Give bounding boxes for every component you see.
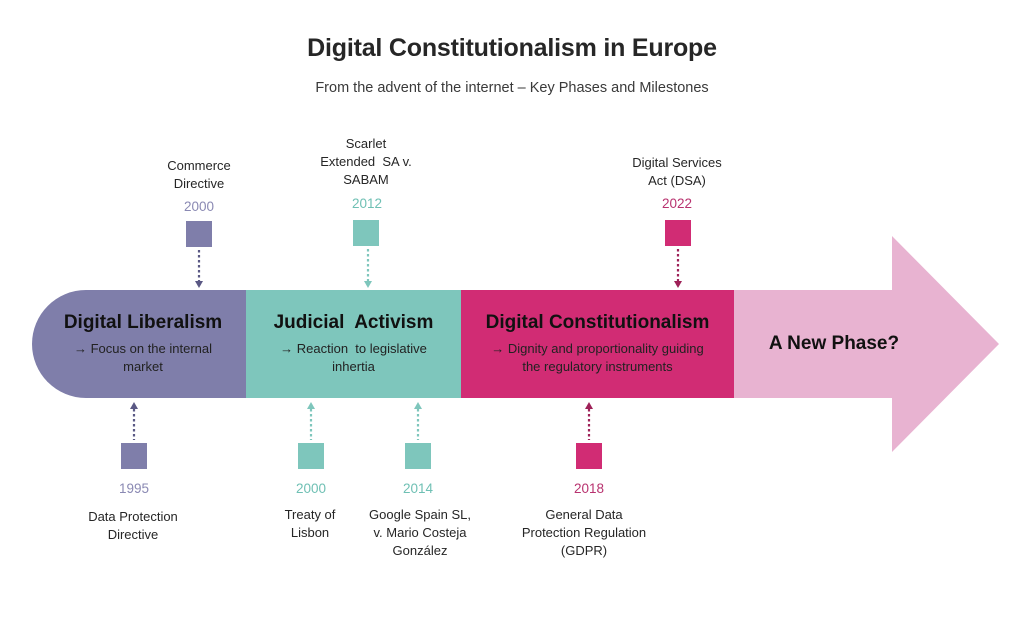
milestone-year: 2014 — [402, 481, 434, 496]
arrow-down-icon — [195, 250, 203, 288]
phase-description: → Reaction to legislative inhertia — [280, 341, 427, 374]
milestone-year: 2018 — [573, 481, 605, 496]
phase-description: → Dignity and proportionality guiding th… — [491, 341, 704, 374]
phase-description: → Focus on the internal market — [73, 341, 213, 374]
milestone-year: 2012 — [351, 196, 383, 211]
right-arrow-icon: → — [73, 341, 87, 356]
milestone-square-marker — [186, 221, 212, 247]
milestone-label-dsa: Digital Services Act (DSA) — [632, 155, 722, 188]
milestone-label-scarlet-sabam: Scarlet Extended SA v. SABAM — [320, 136, 412, 187]
milestone-year: 2022 — [661, 196, 693, 211]
milestone-square-marker — [405, 443, 431, 469]
arrow-up-icon — [307, 402, 315, 440]
milestone-year: 2000 — [295, 481, 327, 496]
milestone-square-marker — [576, 443, 602, 469]
milestone-square-marker — [121, 443, 147, 469]
phase-new-phase: A New Phase? — [768, 333, 900, 354]
milestone-square-marker — [298, 443, 324, 469]
diagram-subtitle: From the advent of the internet – Key Ph… — [315, 80, 709, 96]
phase-title: Judicial Activism — [273, 312, 434, 333]
phase-title: Digital Liberalism — [63, 312, 223, 333]
new-phase-arrow-shape — [734, 236, 999, 452]
right-arrow-icon: → — [491, 341, 505, 356]
arrow-up-icon — [130, 402, 138, 440]
milestone-square-marker — [353, 220, 379, 246]
milestone-year: 2000 — [183, 199, 215, 214]
phase-digital-liberalism: Digital Liberalism → Focus on the intern… — [32, 290, 246, 398]
phase-digital-constitutionalism: Digital Constitutionalism → Dignity and … — [461, 290, 734, 398]
diagram-title: Digital Constitutionalism in Europe — [307, 34, 717, 62]
milestone-label-gdpr: General Data Protection Regulation (GDPR… — [521, 507, 647, 558]
phase-title: Digital Constitutionalism — [485, 312, 710, 333]
arrow-down-icon — [364, 249, 372, 288]
arrow-up-icon — [414, 402, 422, 440]
milestone-label-commerce-directive: Commerce Directive — [167, 158, 231, 191]
milestone-label-treaty-of-lisbon: Treaty of Lisbon — [284, 507, 336, 540]
arrow-up-icon — [585, 402, 593, 440]
milestone-label-google-spain: Google Spain SL, v. Mario Costeja Gonzál… — [369, 507, 471, 558]
milestone-label-data-protection-directive: Data Protection Directive — [88, 509, 178, 542]
right-arrow-icon: → — [280, 341, 294, 356]
arrow-down-icon — [674, 249, 682, 288]
milestone-year: 1995 — [118, 481, 150, 496]
phase-judicial-activism: Judicial Activism → Reaction to legislat… — [246, 290, 461, 398]
milestone-square-marker — [665, 220, 691, 246]
